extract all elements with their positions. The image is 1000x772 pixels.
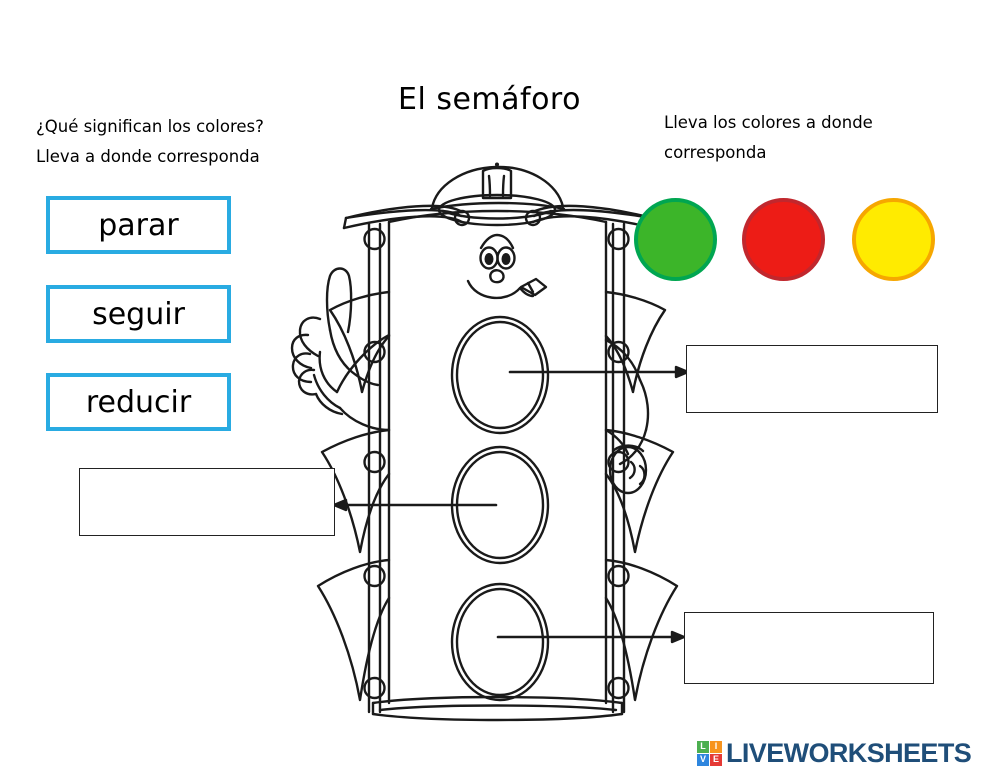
color-dot-red[interactable]: [742, 198, 825, 281]
answer-box-middle-left[interactable]: [79, 468, 335, 536]
liveworksheets-wordmark: LIVEWORKSHEETS: [726, 737, 972, 768]
liveworksheets-logo-mark: L I V E: [697, 740, 722, 766]
instructions-right: Lleva los colores a donde corresponda: [664, 113, 873, 162]
color-dot-yellow[interactable]: [852, 198, 935, 281]
word-card-label: parar: [98, 207, 179, 243]
word-card-reducir[interactable]: reducir: [46, 373, 231, 431]
logo-letter-v: V: [697, 753, 709, 766]
page-title: El semáforo: [398, 82, 581, 117]
instructions-left: ¿Qué significan los colores? Lleva a don…: [36, 112, 264, 172]
word-card-label: seguir: [92, 296, 185, 332]
answer-box-top-right[interactable]: [686, 345, 938, 413]
word-card-label: reducir: [85, 384, 192, 420]
liveworksheets-logo[interactable]: L I V E LIVEWORKSHEETS: [697, 737, 972, 768]
answer-box-bottom-right[interactable]: [684, 612, 934, 684]
logo-letter-e: E: [710, 753, 722, 766]
logo-letter-i: I: [710, 740, 722, 753]
logo-letter-l: L: [697, 740, 709, 753]
color-dot-green[interactable]: [634, 198, 717, 281]
word-card-parar[interactable]: parar: [46, 196, 231, 254]
instructions-left-line1: ¿Qué significan los colores?: [36, 117, 264, 136]
instructions-left-line2: Lleva a donde corresponda: [36, 147, 260, 166]
word-card-seguir[interactable]: seguir: [46, 285, 231, 343]
